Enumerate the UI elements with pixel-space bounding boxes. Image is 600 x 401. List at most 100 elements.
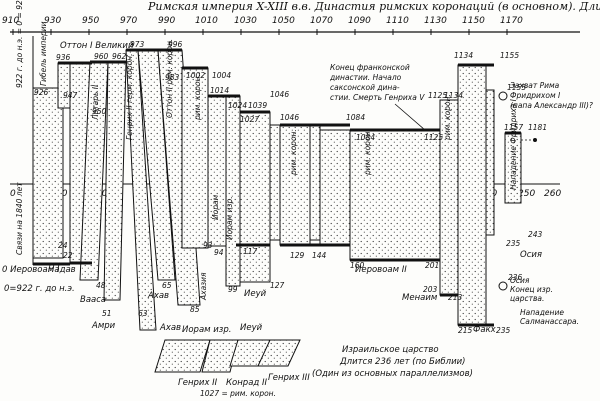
label-vaasa: Ваасa [80, 295, 106, 305]
marker-236 [498, 281, 508, 291]
bottom-labels: Генрих II Конрад II Генрих III 1027 = ри… [178, 373, 310, 398]
note-franc-3: саксонской дина- [330, 83, 400, 92]
note-rim-1: Захват Рима [510, 81, 560, 90]
year-1002: 1002 [186, 71, 205, 80]
label-osiya: Осия [520, 250, 542, 260]
byear-213: 213 [448, 293, 463, 302]
byear-215: 215 [458, 326, 473, 335]
label-genrikh-ii: Генрих II [178, 378, 218, 388]
label-amri: Амри [91, 321, 116, 331]
block-1070 [319, 129, 351, 246]
year-996: 996 [168, 40, 183, 49]
note-franc-leader [394, 103, 426, 131]
mid-tick-0: 0 [10, 189, 16, 199]
bottom-para-4 [257, 339, 301, 367]
year-1046b: 1046 [280, 113, 299, 122]
year-1134: 1134 [444, 91, 463, 100]
year-960: 960 [94, 52, 109, 61]
label-iorm-bot: Иорам изр. [182, 325, 231, 335]
year-1039: 1039 [248, 101, 267, 110]
title: Римская империя X-XIII в.в. Династия рим… [147, 0, 600, 13]
year-962: 962 [112, 52, 127, 61]
year-1084b: 1084 [356, 133, 375, 142]
lower-year-numbers: 22 24 48 51 63 65 85 93 94 99 117 127 12… [58, 230, 543, 335]
right-notes: Конец франконской династии. Начало саксо… [329, 63, 593, 326]
mid-tick-250: 250 [518, 189, 535, 199]
label-ahav: Ахав [147, 291, 169, 301]
note-rim-3: (папа Александр III)? [510, 101, 593, 110]
top-tick-970: 970 [120, 16, 137, 26]
block-1014 [207, 95, 227, 247]
block-1002 [181, 67, 209, 249]
upper-year-numbers: 936 926 947 950 960 962 973 983 996 1002… [34, 40, 547, 142]
top-tick-1150: 1150 [462, 16, 485, 26]
byear-94: 94 [214, 248, 224, 257]
byear-93: 93 [203, 241, 213, 250]
year-947: 947 [63, 91, 78, 100]
horizontal-labels: Оттон I Великий Надав Ваасa Амри Ахав Ие… [2, 41, 542, 335]
label-rim-koron-note: 1027 = рим. корон. [200, 389, 276, 398]
caption-title: Израильское царство [342, 345, 439, 355]
year-1046: 1046 [270, 90, 289, 99]
mid-tick-260: 260 [544, 189, 561, 199]
year-1125: 1125 [424, 133, 443, 142]
label-ahav-bot: Ахав [159, 323, 181, 333]
label-nadav: Надав [48, 265, 76, 275]
byear-201: 201 [425, 261, 439, 270]
label-genrikh-iii: Генрих III [268, 373, 310, 383]
label-iorm: Иорам [211, 194, 220, 220]
top-tick-1010: 1010 [195, 16, 218, 26]
label-rim-korn-4: рим. корон. [443, 94, 452, 141]
block-1134 [457, 64, 487, 326]
year-1027: 1027 [240, 115, 259, 124]
note-napad-2: Салманассара. [520, 317, 579, 326]
byear-85: 85 [190, 305, 200, 314]
block-1039 [269, 124, 281, 241]
top-tick-1110: 1110 [386, 16, 409, 26]
byear-144: 144 [312, 251, 327, 260]
label-iorm-izr: Иорам изр. [225, 196, 234, 240]
year-1157: 1157 [504, 123, 523, 132]
note-osiya-1: Осия [510, 276, 530, 285]
year-1014: 1014 [210, 86, 229, 95]
byear-160: 160 [350, 261, 365, 270]
byear-22: 22 [63, 251, 73, 260]
caption-line2: Длится 236 лет (по Библии) [339, 357, 465, 367]
year-1155: 1155 [500, 51, 519, 60]
byear-99: 99 [228, 285, 238, 294]
caption: Израильское царство Длится 236 лет (по Б… [312, 345, 473, 379]
year-1125b: 1125 [428, 91, 447, 100]
label-konrad-ii: Конрад II [226, 378, 267, 388]
label-ierov-ii: Иеровоам II [355, 265, 407, 275]
marker-1155 [498, 91, 508, 101]
label-otto: Оттон I Великий [60, 41, 134, 51]
top-tick-1070: 1070 [310, 16, 333, 26]
byear-235: 235 [496, 326, 511, 335]
year-1155b: 1155 [507, 83, 526, 92]
note-osiya-3: царства. [510, 294, 544, 303]
block-1155 [485, 89, 495, 236]
year-973: 973 [130, 40, 145, 49]
top-tick-1130: 1130 [424, 16, 447, 26]
byear-129: 129 [290, 251, 305, 260]
year-983: 983 [165, 73, 180, 82]
year-1134b: 1134 [454, 51, 473, 60]
byear-235b: 235 [506, 239, 521, 248]
label-ieuy-bot: Иеуй [240, 323, 263, 333]
bottom-para-1 [154, 339, 211, 373]
year-1181: 1181 [528, 123, 547, 132]
label-rim-korn-3: рим. корон. [363, 129, 372, 176]
byear-51: 51 [102, 309, 112, 318]
label-fakh: Факх [473, 325, 497, 335]
label-fried: Нападение Фридриха I [509, 98, 518, 190]
block-947 [57, 62, 71, 109]
block-1056 [309, 124, 321, 241]
block-1024 [225, 95, 241, 287]
label-upper-left: 922 г. до н.э. = 0 = 920 г. н.э. [15, 0, 24, 88]
label-bottom-eq: 0=922 г. до н.э. [4, 284, 75, 294]
note-franc-4: стии. Смерть Генриха V [330, 93, 425, 102]
bottom-parallelograms [154, 339, 301, 373]
byear-65: 65 [162, 281, 172, 290]
